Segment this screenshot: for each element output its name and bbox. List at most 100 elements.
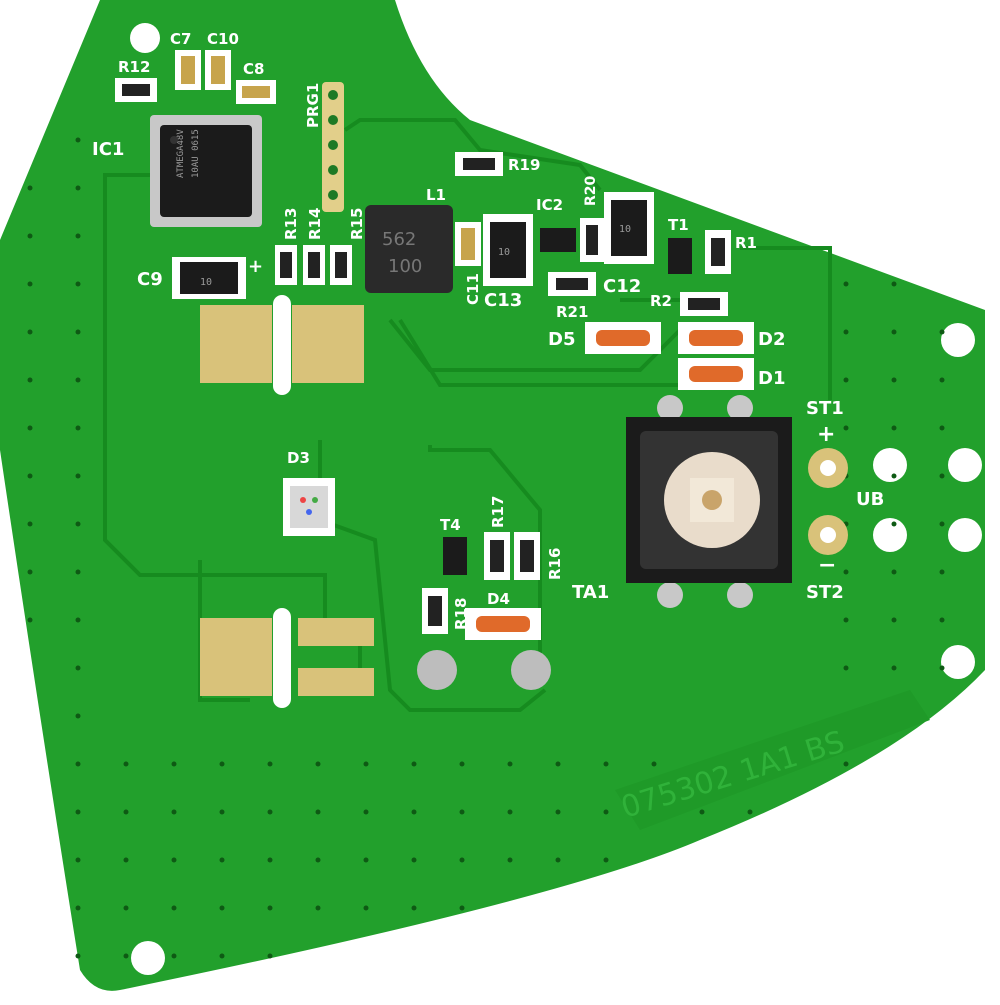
pad-slots bbox=[273, 295, 291, 708]
via bbox=[507, 761, 513, 767]
via bbox=[843, 425, 849, 431]
via bbox=[843, 761, 849, 767]
via bbox=[891, 665, 897, 671]
mounting-hole bbox=[130, 23, 160, 53]
via bbox=[75, 425, 81, 431]
r19-resistor bbox=[455, 152, 503, 176]
trace bbox=[398, 318, 720, 387]
solder-joint bbox=[417, 650, 457, 690]
label-c7: C7 bbox=[170, 30, 191, 48]
label-c9-plus: + bbox=[248, 256, 263, 277]
via bbox=[843, 377, 849, 383]
via bbox=[75, 137, 81, 143]
via bbox=[27, 521, 33, 527]
c13-marking: 10 bbox=[498, 247, 510, 258]
label-st2-minus: − bbox=[818, 553, 836, 578]
r16-resistor bbox=[514, 532, 540, 580]
pad-slot bbox=[273, 608, 291, 708]
r15-resistor bbox=[330, 245, 352, 285]
via bbox=[75, 473, 81, 479]
via bbox=[315, 761, 321, 767]
via bbox=[75, 521, 81, 527]
label-ic2: IC2 bbox=[536, 196, 563, 214]
via bbox=[603, 809, 609, 815]
trace bbox=[103, 173, 327, 640]
via bbox=[267, 809, 273, 815]
via bbox=[171, 761, 177, 767]
label-d4: D4 bbox=[487, 590, 510, 608]
label-prg1: PRG1 bbox=[304, 83, 322, 128]
label-d2: D2 bbox=[758, 329, 785, 350]
r12-resistor bbox=[115, 78, 157, 102]
label-st1: ST1 bbox=[806, 398, 844, 419]
via bbox=[843, 617, 849, 623]
via bbox=[363, 905, 369, 911]
trace bbox=[343, 118, 602, 192]
ic2-regulator bbox=[540, 228, 576, 252]
via bbox=[75, 329, 81, 335]
gold-pad bbox=[298, 668, 374, 696]
c10-capacitor bbox=[205, 50, 231, 90]
via bbox=[123, 809, 129, 815]
via bbox=[315, 857, 321, 863]
gold-pad bbox=[200, 305, 272, 383]
via bbox=[603, 857, 609, 863]
via bbox=[939, 569, 945, 575]
mounting-hole bbox=[941, 645, 975, 679]
label-r1: R1 bbox=[735, 234, 757, 252]
via bbox=[459, 761, 465, 767]
c12-marking: 10 bbox=[619, 224, 631, 235]
via bbox=[123, 953, 129, 959]
ic1-marking-2: 10AU 0615 bbox=[191, 129, 201, 178]
via bbox=[219, 809, 225, 815]
via bbox=[27, 617, 33, 623]
via bbox=[891, 329, 897, 335]
via bbox=[459, 905, 465, 911]
via bbox=[123, 857, 129, 863]
via bbox=[123, 761, 129, 767]
via bbox=[219, 953, 225, 959]
via bbox=[75, 185, 81, 191]
l1-marking-2: 100 bbox=[388, 256, 422, 277]
via bbox=[75, 233, 81, 239]
via bbox=[843, 569, 849, 575]
via bbox=[267, 905, 273, 911]
r13-resistor bbox=[275, 245, 297, 285]
label-r15: R15 bbox=[348, 208, 366, 240]
via bbox=[555, 809, 561, 815]
d4-diode bbox=[465, 608, 541, 640]
t1-transistor bbox=[668, 238, 692, 274]
label-r21: R21 bbox=[556, 303, 588, 321]
via bbox=[75, 281, 81, 287]
via bbox=[939, 617, 945, 623]
via bbox=[171, 905, 177, 911]
label-d3: D3 bbox=[287, 449, 310, 467]
ic1-marking-1: ATMEGA48V bbox=[176, 129, 186, 178]
via bbox=[939, 329, 945, 335]
l1-marking-1: 562 bbox=[382, 229, 416, 250]
r2-resistor bbox=[680, 292, 728, 316]
via bbox=[699, 809, 705, 815]
d1-diode bbox=[678, 358, 754, 390]
via bbox=[219, 905, 225, 911]
label-c12: C12 bbox=[603, 276, 641, 297]
c12-capacitor: 10 bbox=[604, 192, 654, 264]
via bbox=[75, 665, 81, 671]
d3-led bbox=[283, 478, 335, 536]
r17-resistor bbox=[484, 532, 510, 580]
via bbox=[267, 953, 273, 959]
through-hole bbox=[873, 448, 907, 482]
label-r19: R19 bbox=[508, 156, 540, 174]
via bbox=[27, 329, 33, 335]
via bbox=[75, 905, 81, 911]
r1-resistor bbox=[705, 230, 731, 274]
pcb-board bbox=[0, 0, 985, 991]
label-st1-plus: + bbox=[817, 422, 835, 447]
label-st2: ST2 bbox=[806, 582, 844, 603]
via bbox=[171, 953, 177, 959]
r14-resistor bbox=[303, 245, 325, 285]
label-r18: R18 bbox=[452, 598, 470, 630]
via bbox=[891, 521, 897, 527]
label-ic1: IC1 bbox=[92, 139, 124, 160]
via bbox=[891, 377, 897, 383]
